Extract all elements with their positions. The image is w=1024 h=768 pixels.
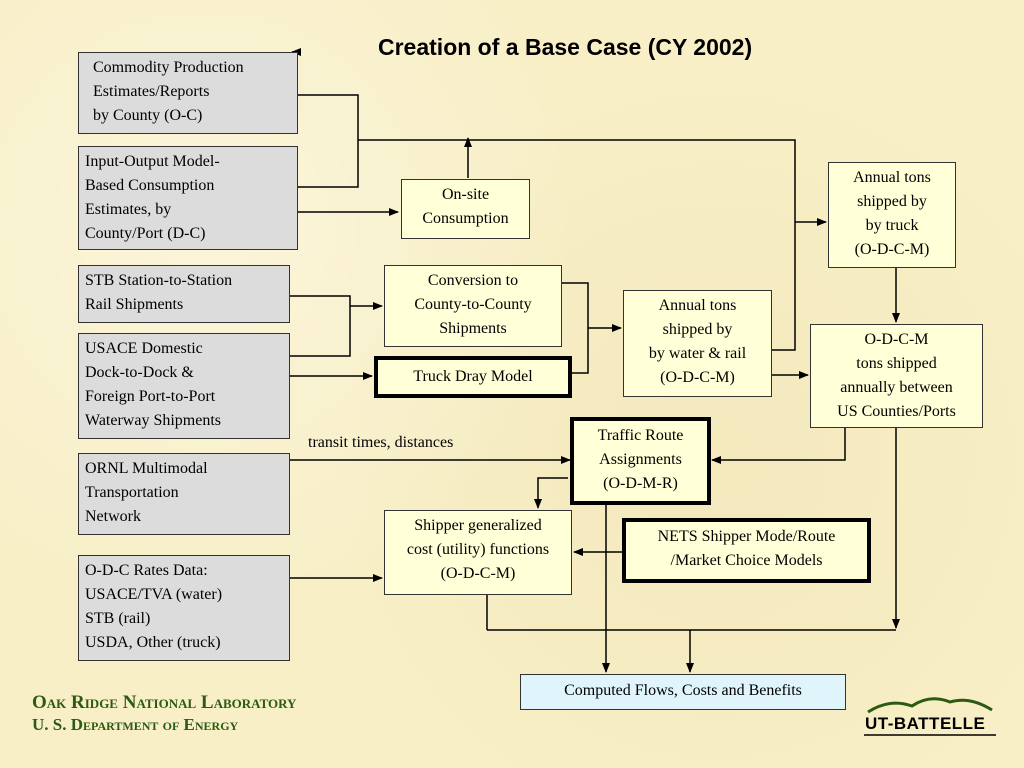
org-line2: U. S. Department of Energy (32, 715, 239, 734)
nets-choice-box: NETS Shipper Mode/Route /Market Choice M… (622, 518, 871, 583)
traffic-route-box: Traffic Route Assignments (O-D-M-R) (570, 417, 711, 505)
org-name: Oak Ridge National Laboratory (32, 692, 296, 714)
annual-water-rail-box: Annual tons shipped by by water & rail (… (623, 290, 772, 397)
onsite-consumption-box: On-site Consumption (401, 179, 530, 239)
ut-battelle-logo (864, 697, 996, 736)
truck-dray-box: Truck Dray Model (374, 356, 572, 398)
odc-rates-box: O-D-C Rates Data: USACE/TVA (water) STB … (78, 555, 290, 661)
commodity-production-box: Commodity Production Estimates/Reports b… (78, 52, 298, 134)
org-line1: Oak Ridge National Laboratory (32, 692, 297, 713)
logo-text: UT-BATTELLE (865, 714, 986, 733)
transit-label: transit times, distances (308, 434, 454, 451)
page-title: Creation of a Base Case (CY 2002) (378, 34, 753, 60)
conversion-box: Conversion to County-to-County Shipments (384, 265, 562, 347)
stb-rail-box: STB Station-to-Station Rail Shipments (78, 265, 290, 323)
org-department: U. S. Department of Energy (32, 715, 238, 735)
input-output-box: Input-Output Model- Based Consumption Es… (78, 146, 298, 250)
ornl-network-box: ORNL Multimodal Transportation Network (78, 453, 290, 535)
usace-box: USACE Domestic Dock-to-Dock & Foreign Po… (78, 333, 290, 439)
annual-truck-box: Annual tons shipped by by truck (O-D-C-M… (828, 162, 956, 268)
odcm-counties-box: O-D-C-M tons shipped annually between US… (810, 324, 983, 428)
shipper-cost-box: Shipper generalized cost (utility) funct… (384, 510, 572, 595)
computed-flows-box: Computed Flows, Costs and Benefits (520, 674, 846, 710)
